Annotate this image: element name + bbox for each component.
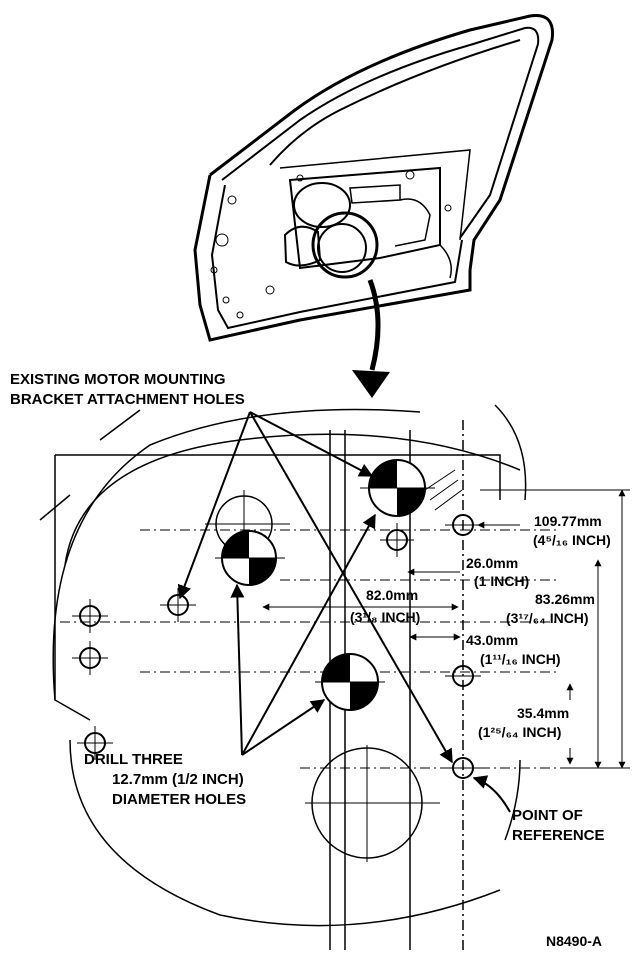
drill-line3: DIAMETER HOLES: [112, 791, 246, 808]
existing-holes-line2: BRACKET ATTACHMENT HOLES: [10, 391, 245, 408]
existing-hole-4: [77, 726, 113, 760]
dim-43-mm: 43.0mm: [466, 632, 518, 648]
drill-line2: 12.7mm (1/2 INCH): [112, 771, 244, 788]
dim-109-in: (4⁵/₁₆ INCH): [533, 532, 611, 548]
callout-point-of-reference: POINT OF REFERENCE: [512, 807, 605, 844]
hole-109-ref: [445, 514, 481, 536]
drill-hole-1: [360, 459, 463, 517]
callout-existing-holes: EXISTING MOTOR MOUNTING BRACKET ATTACHME…: [10, 371, 245, 408]
door-illustration: [193, 14, 555, 398]
drill-hole-3: [315, 653, 385, 711]
dim-82-mm: 82.0mm: [366, 587, 418, 603]
dim-35-mm: 35.4mm: [517, 705, 569, 721]
existing-hole-5: [380, 523, 414, 557]
callout-drill-holes: DRILL THREE 12.7mm (1/2 INCH) DIAMETER H…: [84, 751, 246, 808]
dim-83-in: (3¹⁷/₆₄ INCH): [506, 610, 589, 626]
leader-lines-existing: [177, 411, 453, 764]
dim-43-in: (1¹¹/₁₆ INCH): [480, 651, 561, 667]
mounting-template: [39, 404, 630, 950]
dimension-labels: 109.77mm (4⁵/₁₆ INCH) 26.0mm (1 INCH) 82…: [350, 513, 611, 740]
dim-109-mm: 109.77mm: [534, 513, 602, 529]
hole-43-ref: [445, 665, 481, 687]
drill-hole-2: [215, 530, 285, 586]
existing-hole-1: [160, 588, 196, 622]
existing-hole-2: [72, 599, 108, 633]
existing-holes-line1: EXISTING MOTOR MOUNTING: [10, 371, 226, 388]
figure-id: N8490-A: [546, 933, 602, 949]
existing-hole-3: [72, 641, 108, 675]
dim-26-in: (1 INCH): [474, 573, 529, 589]
dim-35-in: (1²⁵/₆₄ INCH): [478, 724, 561, 740]
drill-line1: DRILL THREE: [84, 751, 183, 768]
reference-line1: POINT OF: [512, 807, 583, 824]
reference-line2: REFERENCE: [512, 827, 605, 844]
dim-83-mm: 83.26mm: [535, 591, 595, 607]
dim-26-mm: 26.0mm: [466, 555, 518, 571]
dim-82-in: (3¹/₈ INCH): [350, 609, 420, 625]
leader-lines-drill: [230, 513, 376, 756]
point-of-reference-hole: [445, 757, 481, 779]
